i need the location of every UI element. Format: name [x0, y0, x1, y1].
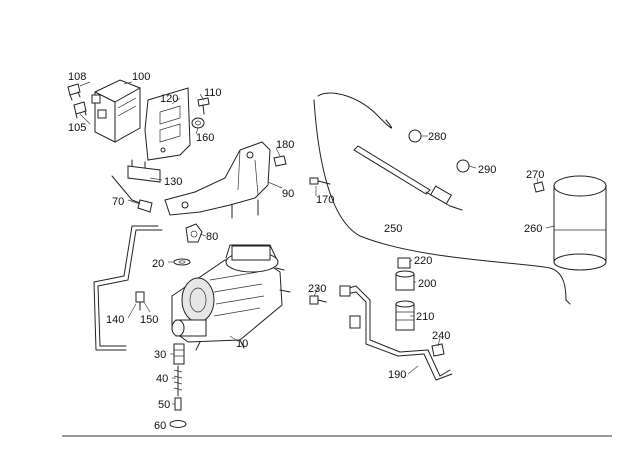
label-260: 260	[524, 223, 542, 235]
label-80: 80	[206, 231, 218, 243]
label-140: 140	[106, 314, 124, 326]
bracket-120-part	[144, 87, 191, 161]
leader-lines	[79, 81, 555, 405]
label-108: 108	[68, 71, 86, 83]
hose-140-part	[93, 225, 163, 351]
label-70: 70	[112, 196, 124, 208]
fitting-30-part	[173, 343, 185, 365]
valve-220-part	[397, 257, 411, 269]
bolt-170-part	[309, 177, 331, 185]
fitting-270-part	[533, 181, 545, 193]
label-190: 190	[388, 369, 406, 381]
label-200: 200	[418, 278, 436, 290]
holder-70-part	[111, 175, 153, 213]
label-250: 250	[384, 223, 402, 235]
label-270: 270	[526, 169, 544, 181]
bracket-90-part	[164, 141, 271, 219]
label-160: 160	[196, 132, 214, 144]
spring-40-part	[173, 365, 183, 397]
label-120: 120	[160, 93, 178, 105]
washer-60-part	[169, 420, 187, 428]
label-130: 130	[164, 176, 182, 188]
label-60: 60	[154, 420, 166, 432]
label-220: 220	[414, 255, 432, 267]
label-50: 50	[158, 399, 170, 411]
connector-105-part	[73, 101, 87, 119]
relay-box-part	[91, 79, 141, 143]
nut-160-part	[191, 117, 205, 129]
connector-108-part	[67, 83, 81, 101]
label-110: 110	[204, 87, 222, 99]
label-180: 180	[276, 139, 294, 151]
label-240: 240	[432, 330, 450, 342]
label-30: 30	[154, 349, 166, 361]
label-170: 170	[316, 194, 334, 206]
label-40: 40	[156, 373, 168, 385]
label-290: 290	[478, 164, 496, 176]
clip-180-part	[273, 155, 287, 167]
reservoir-260-part	[553, 175, 607, 271]
label-90: 90	[282, 188, 294, 200]
label-210: 210	[416, 311, 434, 323]
screw-110-part	[197, 97, 210, 115]
pressure-line-250-part	[313, 92, 571, 305]
valve-200-part	[395, 270, 415, 291]
part-labels: 108 100 105 120 110 160 180 130 70 90 17…	[68, 71, 544, 432]
label-20: 20	[152, 258, 164, 270]
line-280-part	[353, 145, 463, 211]
compressor-10-part	[171, 244, 291, 351]
label-150: 150	[140, 314, 158, 326]
label-105: 105	[68, 122, 86, 134]
label-230: 230	[308, 283, 326, 295]
line-190-part	[339, 285, 453, 381]
label-10: 10	[236, 338, 248, 350]
clamp-80-part	[185, 223, 203, 243]
bolt-230-part	[309, 295, 327, 305]
filter-210-part	[395, 300, 415, 331]
label-100: 100	[132, 71, 150, 83]
washer-20-part	[173, 258, 191, 266]
label-280: 280	[428, 131, 446, 143]
sensor-150-part	[135, 291, 145, 311]
bolt-50-part	[174, 397, 182, 411]
